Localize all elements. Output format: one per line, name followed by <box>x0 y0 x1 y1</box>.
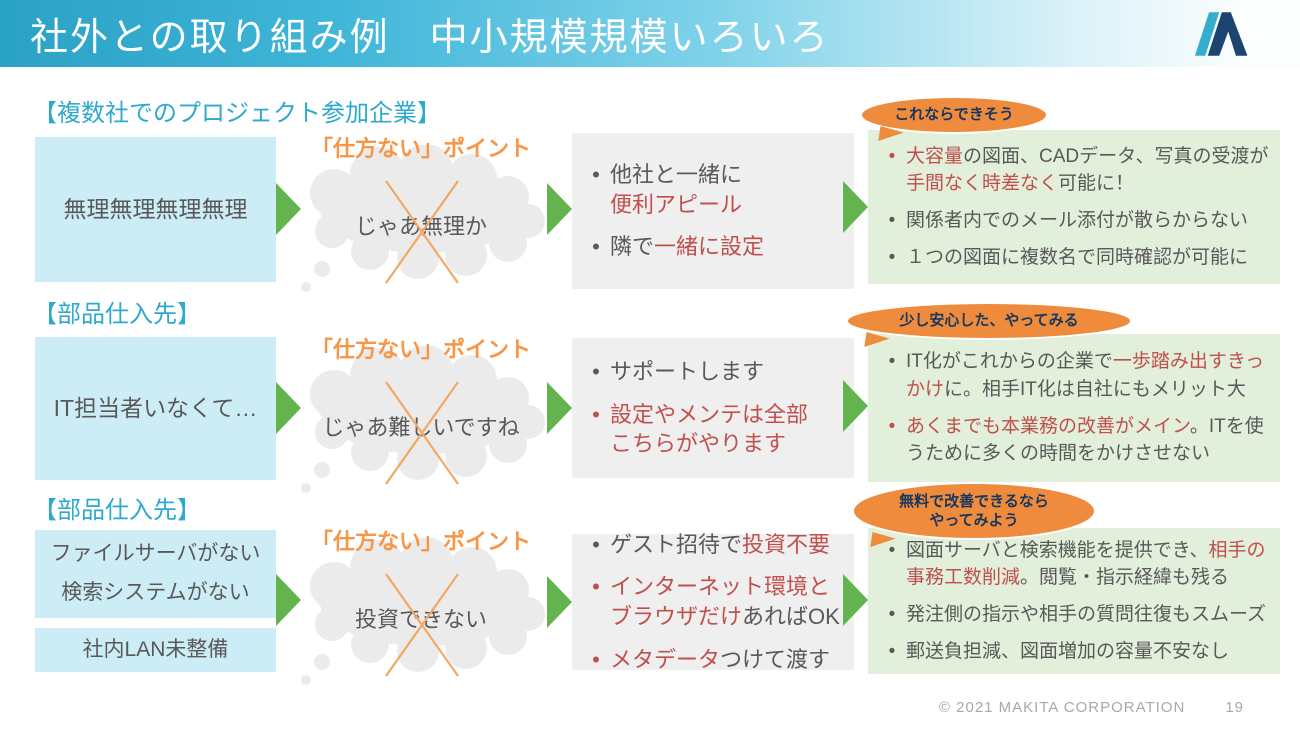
bullet-dot-icon: • <box>592 234 600 260</box>
reaction-bubble: これならできそう <box>860 96 1048 134</box>
bullet-item: • IT化がこれからの企業で一歩踏み出すきっかけに。相手IT化は自社にもメリット大 <box>878 348 1276 403</box>
reaction-bubble: 少し安心した、やってみる <box>846 302 1132 340</box>
bullet-item: • メタデータつけて渡す <box>582 645 844 675</box>
bullet-text: 図面サーバと検索機能を提供でき、相手の事務工数削減。閲覧・指示経緯も残る <box>906 539 1266 589</box>
bullet-dot-icon: • <box>592 646 600 672</box>
bullet-text: 発注側の指示や相手の質問往復もスムーズ <box>906 604 1267 625</box>
flow-arrow-icon <box>843 574 868 626</box>
flow-arrow-icon <box>547 183 572 235</box>
cloud-text: じゃあ難しいですね <box>322 414 520 440</box>
makita-logo <box>1194 12 1248 56</box>
bullet-dot-icon: • <box>888 351 896 373</box>
flow-arrow-icon <box>547 576 572 628</box>
title-banner: 社外との取り組み例 中小規模規模いろいろ <box>0 0 1300 67</box>
bullet-text: 他社と一緒に 便利アピール <box>610 161 743 217</box>
bullet-text: インターネット環境と ブラウザだけあればOK <box>610 574 840 629</box>
bullet-item: • 大容量の図面、CADデータ、写真の受渡が手間なく時差なく可能に！ <box>878 143 1276 198</box>
reaction-bubble: 無料で改善できるなら やってみよう <box>852 482 1096 540</box>
bullet-text: 隣で一緒に設定 <box>610 234 765 260</box>
benefit-box: • IT化がこれからの企業で一歩踏み出すきっかけに。相手IT化は自社にもメリット大… <box>868 334 1280 482</box>
objection-box: IT担当者いなくて… <box>35 337 276 480</box>
copyright-text: © 2021 MAKITA CORPORATION <box>938 699 1186 716</box>
bullet-item: • あくまでも本業務の改善がメイン。ITを使うために多くの時間をかけさせない <box>878 413 1276 468</box>
flow-arrow-icon <box>276 382 301 434</box>
sticking-point-label: 「仕方ない」ポイント <box>310 337 531 362</box>
flow-arrow-icon <box>276 183 301 235</box>
benefit-box: •図面サーバと検索機能を提供でき、相手の事務工数削減。閲覧・指示経緯も残る•発注… <box>868 528 1280 674</box>
flow-arrow-icon <box>276 574 301 626</box>
section-heading: 【部品仕入先】 <box>33 497 201 524</box>
bullet-text: IT化がこれからの企業で一歩踏み出すきっかけに。相手IT化は自社にもメリット大 <box>906 351 1265 400</box>
bullet-dot-icon: • <box>592 531 600 557</box>
bullet-text: あくまでも本業務の改善がメイン。ITを使うために多くの時間をかけさせない <box>906 415 1264 465</box>
bullet-dot-icon: • <box>592 574 600 600</box>
cloud-text: 投資できない <box>354 606 487 632</box>
bullet-dot-icon: • <box>888 415 896 437</box>
bullet-text: 郵送負担減、図面増加の容量不安なし <box>906 640 1230 662</box>
bullet-item: • 関係者内でのメール添付が散らからない <box>878 207 1276 235</box>
bullet-item: • ゲスト招待で投資不要 <box>582 530 844 560</box>
bullet-text: メタデータつけて渡す <box>610 646 831 672</box>
bullet-dot-icon: • <box>888 604 896 625</box>
cloud-text: じゃあ無理か <box>354 213 487 239</box>
bullet-text: サポートします <box>610 358 765 384</box>
bullet-item: • 設定やメンテは全部 こちらがやります <box>582 400 844 459</box>
bullet-item: • インターネット環境と ブラウザだけあればOK <box>582 572 844 631</box>
flow-arrow-icon <box>547 382 572 434</box>
bullet-text: 設定やメンテは全部 こちらがやります <box>610 401 809 457</box>
thought-cloud: 「仕方ない」ポイント じゃあ難しいですね <box>286 332 556 494</box>
bullet-text: 関係者内でのメール添付が散らからない <box>906 210 1249 231</box>
bullet-dot-icon: • <box>888 145 896 167</box>
bullet-dot-icon: • <box>592 358 600 384</box>
bullet-item: • 隣で一緒に設定 <box>582 232 844 262</box>
bullet-item: • 発注側の指示や相手の質問往復もスムーズ <box>878 601 1276 629</box>
sticking-point-label: 「仕方ない」ポイント <box>310 136 531 161</box>
bullet-item: • １つの図面に複数名で同時確認が可能に <box>878 244 1276 272</box>
bullet-dot-icon: • <box>888 640 896 662</box>
bullet-text: ゲスト招待で投資不要 <box>610 531 831 557</box>
bullet-item: •図面サーバと検索機能を提供でき、相手の事務工数削減。閲覧・指示経緯も残る <box>878 537 1276 592</box>
objection-box: 社内LAN未整備 <box>35 628 276 672</box>
bullet-text: 大容量の図面、CADデータ、写真の受渡が手間なく時差なく可能に！ <box>906 145 1269 195</box>
bullet-text: １つの図面に複数名で同時確認が可能に <box>906 246 1249 268</box>
approach-box: • サポートします • 設定やメンテは全部 こちらがやります <box>572 338 854 478</box>
bullet-item: • 他社と一緒に 便利アピール <box>582 160 844 219</box>
objection-box: ファイルサーバがない 検索システムがない <box>35 530 276 618</box>
thought-cloud: 「仕方ない」ポイント 投資できない <box>286 524 556 686</box>
objection-box: 無理無理無理無理 <box>35 137 276 282</box>
thought-cloud: 「仕方ない」ポイント じゃあ無理か <box>286 131 556 293</box>
bullet-dot-icon: • <box>888 246 896 268</box>
slide-footer: © 2021 MAKITA CORPORATION 19 <box>939 699 1244 716</box>
bullet-dot-icon: • <box>592 401 600 427</box>
bullet-item: • 郵送負担減、図面増加の容量不安なし <box>878 638 1276 666</box>
flow-arrow-icon <box>843 181 868 233</box>
section-heading: 【部品仕入先】 <box>33 301 201 328</box>
page-number: 19 <box>1225 699 1244 716</box>
sticking-point-label: 「仕方ない」ポイント <box>310 529 531 554</box>
bullet-dot-icon: • <box>592 161 600 187</box>
page-title: 社外との取り組み例 中小規模規模いろいろ <box>30 17 830 59</box>
bullet-dot-icon: • <box>888 210 896 231</box>
approach-box: • 他社と一緒に 便利アピール • 隣で一緒に設定 <box>572 133 854 289</box>
bullet-item: • サポートします <box>582 357 844 387</box>
benefit-box: • 大容量の図面、CADデータ、写真の受渡が手間なく時差なく可能に！ • 関係者内での… <box>868 130 1280 284</box>
approach-box: • ゲスト招待で投資不要 • インターネット環境と ブラウザだけあればOK • メタデータ… <box>572 532 854 672</box>
flow-arrow-icon <box>843 380 868 432</box>
section-heading: 【複数社でのプロジェクト参加企業】 <box>33 100 441 127</box>
